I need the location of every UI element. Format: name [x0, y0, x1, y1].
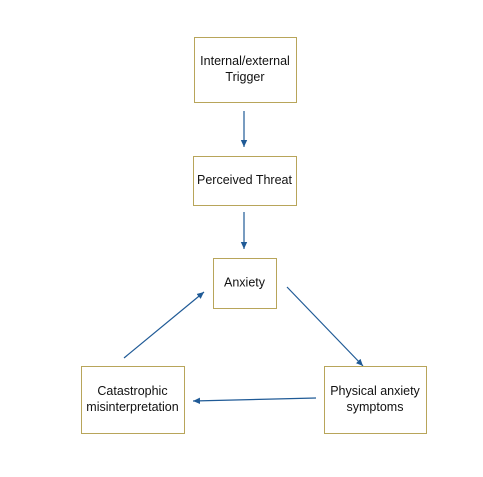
node-label-catastrophic-line-1: Catastrophic [97, 384, 167, 398]
node-label-trigger-line-2: Trigger [225, 70, 264, 84]
arrow-catastrophic-to-anxiety [123, 291, 205, 359]
node-label-threat-line-1: Perceived Threat [197, 173, 292, 187]
node-box-anxiety [213, 258, 277, 309]
node-label-symptoms-line-2: symptoms [347, 400, 404, 414]
node-symptoms: Physical anxiety symptoms [324, 366, 427, 434]
node-catastrophic: Catastrophic misinterpretation [81, 366, 185, 434]
node-label-trigger-line-1: Internal/external [200, 54, 290, 68]
node-anxiety: Anxiety [213, 258, 277, 309]
node-box-catastrophic [81, 366, 185, 434]
arrow-anxiety-to-symptoms [286, 286, 364, 367]
node-threat: Perceived Threat [193, 156, 297, 206]
node-label-catastrophic-line-2: misinterpretation [86, 400, 178, 414]
node-label-symptoms-line-1: Physical anxiety [330, 384, 420, 398]
node-box-symptoms [324, 366, 427, 434]
node-box-threat [193, 156, 297, 206]
arrow-symptoms-to-catastrophic [192, 397, 317, 405]
edges-layer [123, 111, 364, 405]
node-box-trigger [194, 37, 297, 103]
node-label-anxiety-line-1: Anxiety [224, 275, 266, 289]
